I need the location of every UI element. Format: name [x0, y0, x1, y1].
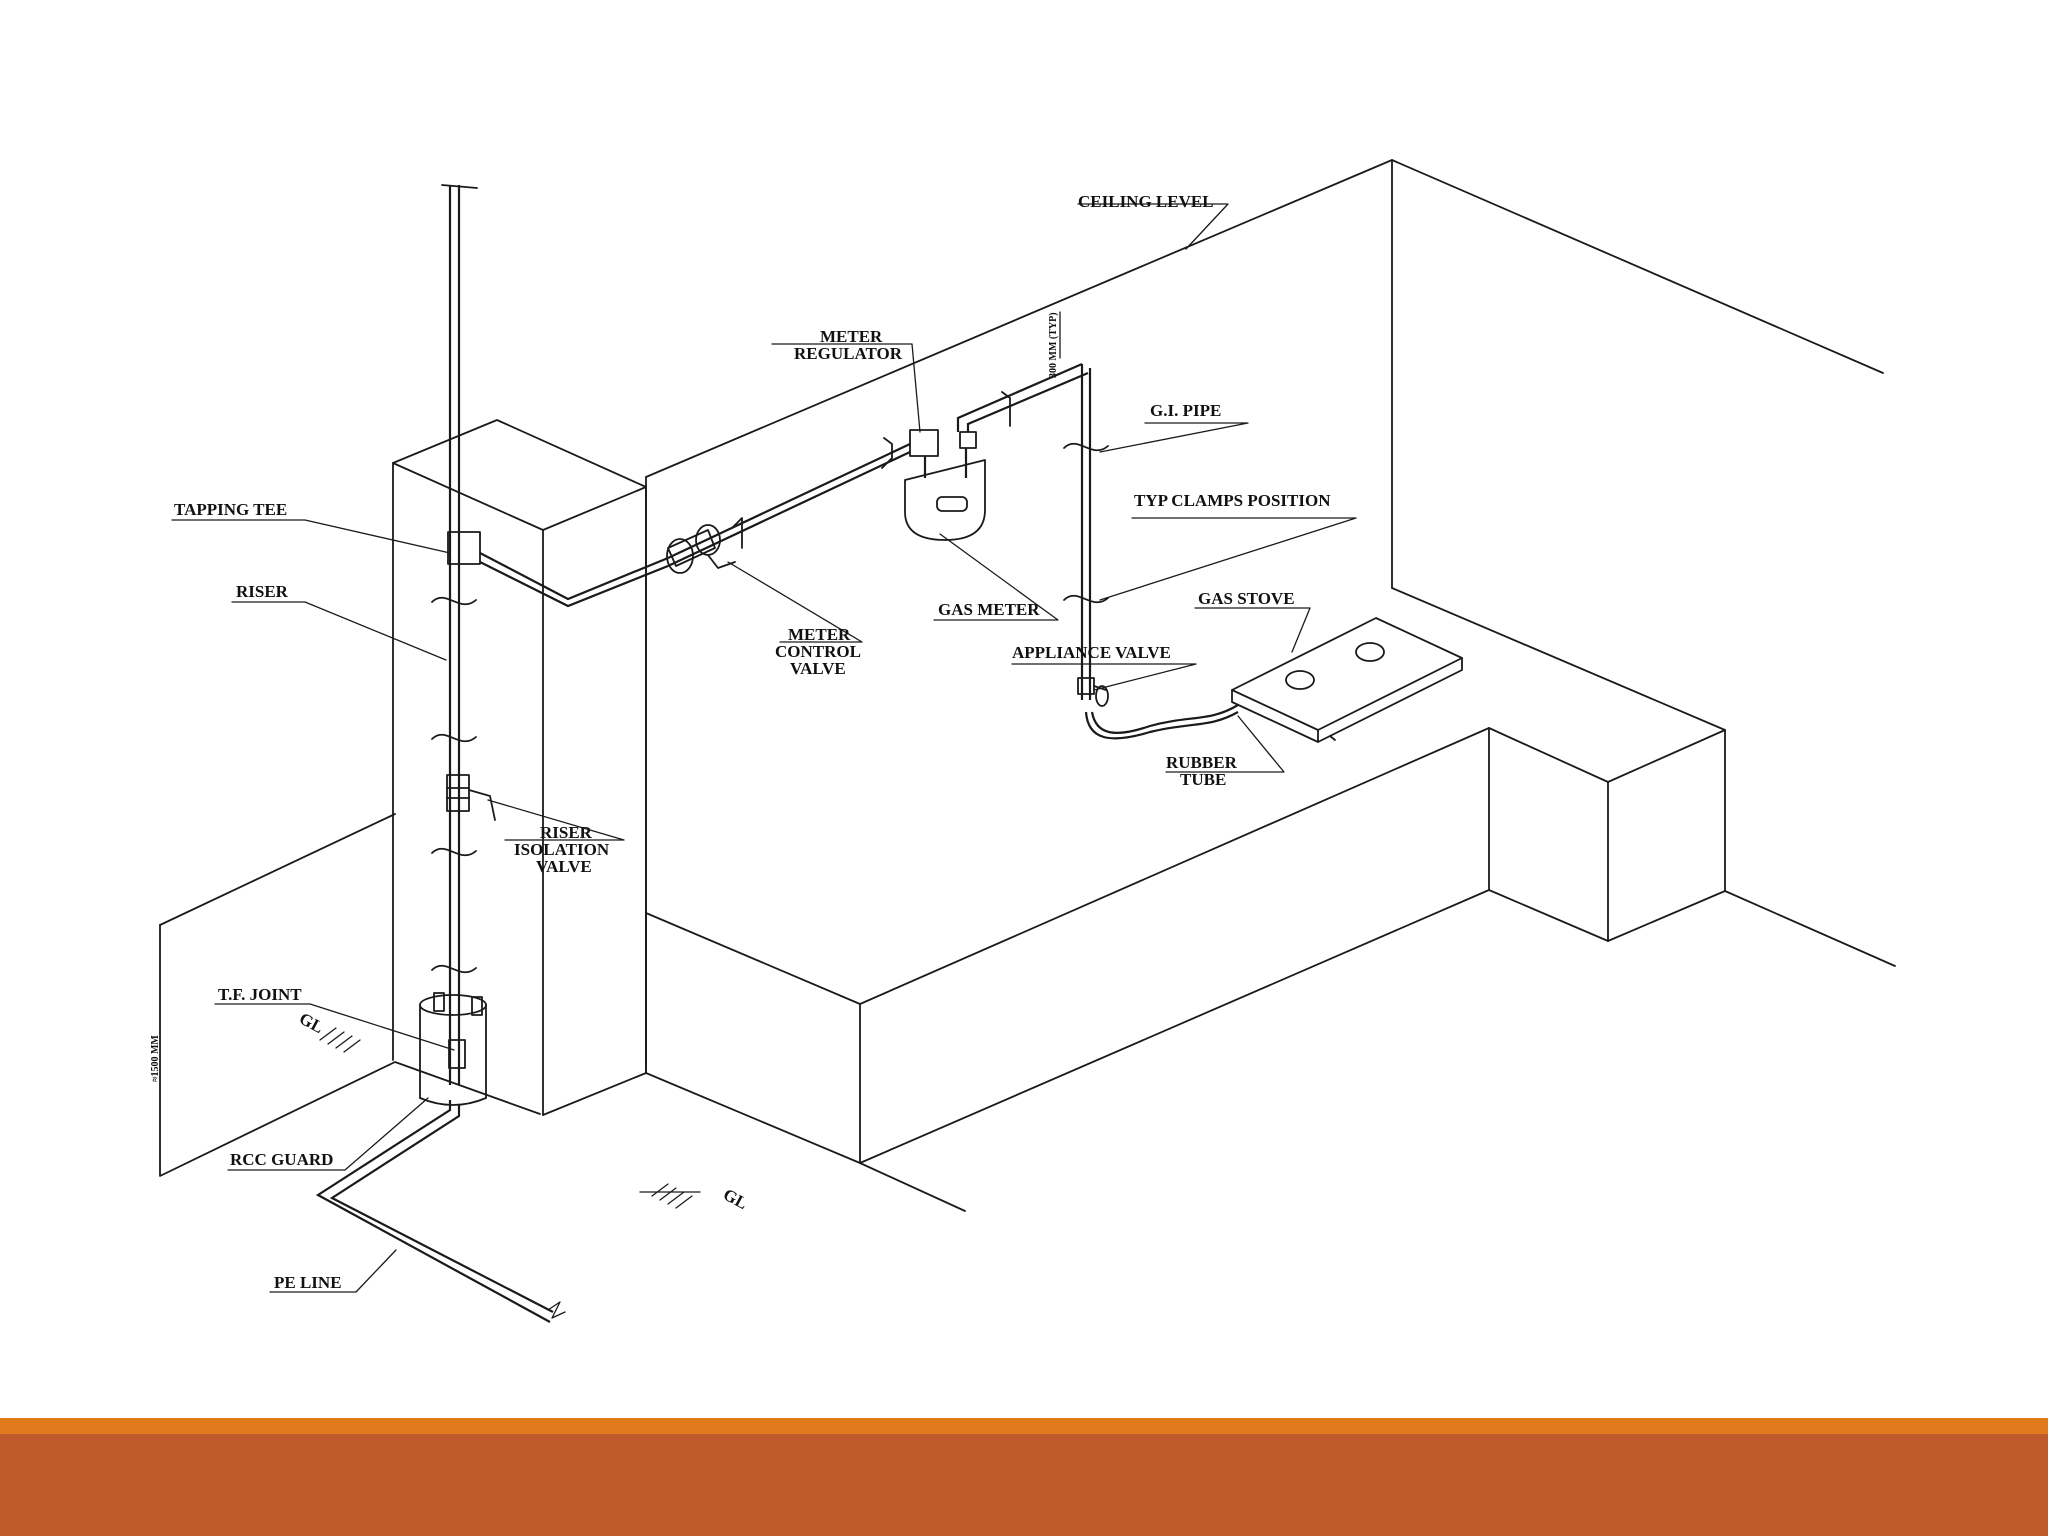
label-dim-1500mm: ≈1500 MM — [150, 1035, 161, 1082]
gi-pipe-drop — [1059, 311, 1092, 700]
kitchen-counter — [645, 587, 1896, 1212]
rubber-tube — [1084, 704, 1239, 740]
label-tapping-tee: TAPPING TEE — [174, 500, 287, 519]
label-rubber-tube-line1: RUBBER — [1166, 753, 1238, 772]
gas-stove — [1231, 617, 1463, 743]
footer-accent-stripe — [0, 1418, 2048, 1434]
label-meter-regulator-line2: REGULATOR — [794, 344, 903, 363]
label-meter-regulator-line1: METER — [820, 327, 883, 346]
riser-isolation-valve — [446, 774, 496, 821]
pipe-clamps — [431, 391, 1109, 974]
rcc-guard — [419, 992, 487, 1106]
ground-hatch — [319, 1027, 701, 1209]
column — [392, 419, 647, 1116]
label-typ-clamps-position: TYP CLAMPS POSITION — [1134, 491, 1331, 510]
label-pe-line: PE LINE — [274, 1273, 342, 1292]
label-gas-stove: GAS STOVE — [1198, 589, 1295, 608]
pe-line — [315, 1100, 566, 1323]
room-walls — [159, 159, 1884, 1177]
label-gl-bottom: GL — [720, 1185, 751, 1213]
meter-control-valve — [666, 524, 736, 574]
footer-band — [0, 1418, 2048, 1536]
label-ceiling-level: CEILING LEVEL — [1078, 192, 1214, 211]
label-riser-isolation-valve-line3: VALVE — [536, 857, 592, 876]
leader-lines — [171, 203, 1357, 1293]
gas-meter — [904, 459, 986, 541]
tapping-tee — [447, 531, 669, 608]
label-appliance-valve: APPLIANCE VALVE — [1012, 643, 1171, 662]
label-gas-meter: GAS METER — [938, 600, 1040, 619]
label-gl-left: GL — [296, 1009, 327, 1037]
riser-pipe — [441, 184, 478, 1085]
gi-feed-pipe — [667, 443, 911, 567]
label-gi-pipe: G.I. PIPE — [1150, 401, 1221, 420]
label-rubber-tube-line2: TUBE — [1180, 770, 1226, 789]
label-riser-isolation-valve-line2: ISOLATION — [514, 840, 610, 859]
label-riser-isolation-valve-line1: RISER — [540, 823, 593, 842]
label-meter-control-valve-line2: CONTROL — [775, 642, 861, 661]
gas-installation-diagram: CEILING LEVEL METER REGULATOR G.I. PIPE … — [150, 159, 1896, 1323]
label-tf-joint: T.F. JOINT — [218, 985, 302, 1004]
label-meter-control-valve-line1: METER — [788, 625, 851, 644]
meter-regulator — [909, 362, 1089, 478]
label-riser: RISER — [236, 582, 289, 601]
labels: CEILING LEVEL METER REGULATOR G.I. PIPE … — [150, 192, 1331, 1292]
label-rcc-guard: RCC GUARD — [230, 1150, 333, 1169]
label-meter-control-valve-line3: VALVE — [790, 659, 846, 678]
label-dim-300mm: 300 MM (TYP) — [1048, 312, 1059, 378]
